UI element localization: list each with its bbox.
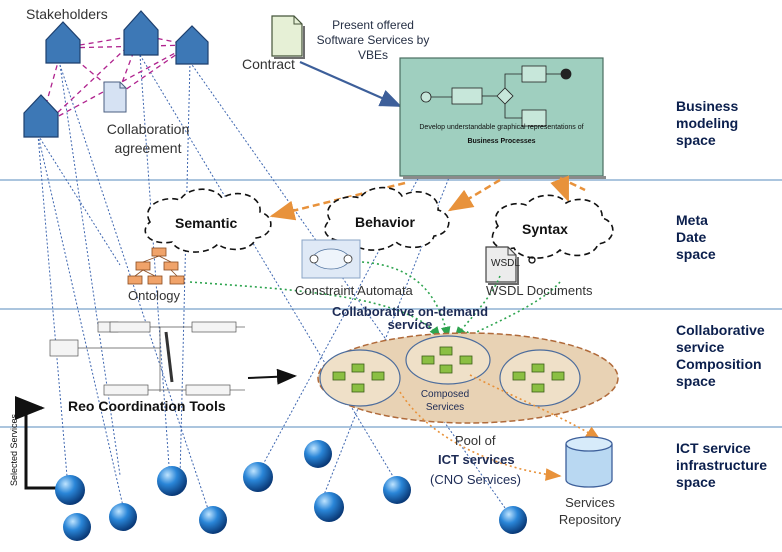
sphere-icon xyxy=(314,492,344,522)
house-icon xyxy=(123,10,159,56)
layer-composition-label: Collaborative service Composition space xyxy=(676,322,765,389)
bp-caption-line1: Develop understandable graphical represe… xyxy=(419,124,584,131)
composed-services-ellipse xyxy=(317,332,619,424)
sphere-icon xyxy=(63,513,91,541)
layer-ict-label: ICT service infrastructure space xyxy=(676,440,768,490)
bp-caption-line2: Business Processes xyxy=(467,138,536,145)
house-icon xyxy=(45,21,81,64)
reo-tools-label: Reo Coordination Tools xyxy=(68,398,226,414)
services-repository-label: Services Repository xyxy=(558,495,622,527)
sphere-icon xyxy=(304,440,332,468)
ict-services-label: ICT services xyxy=(438,452,515,467)
cno-services-label: (CNO Services) xyxy=(430,472,522,487)
constraint-automata-image xyxy=(301,239,361,279)
collab-on-demand-label: Collaborative on-demand service xyxy=(331,304,489,332)
layer-meta-label: Meta Date space xyxy=(676,212,716,262)
cloud-icon xyxy=(528,256,536,264)
layer-dividers xyxy=(0,179,782,428)
to-repository-links xyxy=(399,374,602,481)
reo-coordination-image xyxy=(49,321,245,396)
collaboration-agreement-label: Collaboration agreement xyxy=(106,121,190,156)
cloud-icon xyxy=(491,194,614,259)
cloud-icon xyxy=(144,188,272,253)
syntax-label: Syntax xyxy=(522,221,568,237)
selected-services-bracket xyxy=(15,396,58,490)
selected-services-label: Selected Services xyxy=(9,413,19,487)
sphere-icon xyxy=(243,462,273,492)
layer-business-label: Business modeling space xyxy=(676,98,739,148)
wsdl-file-icon xyxy=(485,246,519,285)
sphere-icon xyxy=(499,506,527,534)
service-spheres xyxy=(55,440,527,541)
semantic-label: Semantic xyxy=(175,215,238,231)
contract-label: Contract xyxy=(242,56,295,72)
document-icon xyxy=(103,81,127,113)
behavior-label: Behavior xyxy=(355,214,415,230)
wsdl-documents-label: WSDL Documents xyxy=(486,283,593,298)
sphere-icon xyxy=(383,476,411,504)
database-icon xyxy=(565,436,613,488)
constraint-automata-label: Constraint Automata xyxy=(295,283,413,298)
sphere-icon xyxy=(199,506,227,534)
composed-services-label: Composed Services xyxy=(420,389,470,413)
sphere-icon xyxy=(157,466,187,496)
service-blocks xyxy=(332,346,565,393)
business-process-panel xyxy=(399,57,606,179)
present-offered-label: Present offered Software Services by VBE… xyxy=(316,18,430,62)
ontology-label: Ontology xyxy=(128,288,181,303)
reo-arrow xyxy=(247,368,297,385)
sphere-icon xyxy=(109,503,137,531)
wsdl-icon-label: WSDL xyxy=(491,258,520,269)
sphere-icon xyxy=(55,475,85,505)
house-icon xyxy=(23,94,59,138)
stakeholders-label: Stakeholders xyxy=(26,6,108,22)
pool-of-label: Pool of xyxy=(455,433,496,448)
ontology-tree xyxy=(127,247,185,285)
document-icon xyxy=(271,15,305,59)
house-icon xyxy=(175,25,209,65)
meta-to-composition-links xyxy=(189,261,561,341)
contract-arrow xyxy=(299,60,403,108)
